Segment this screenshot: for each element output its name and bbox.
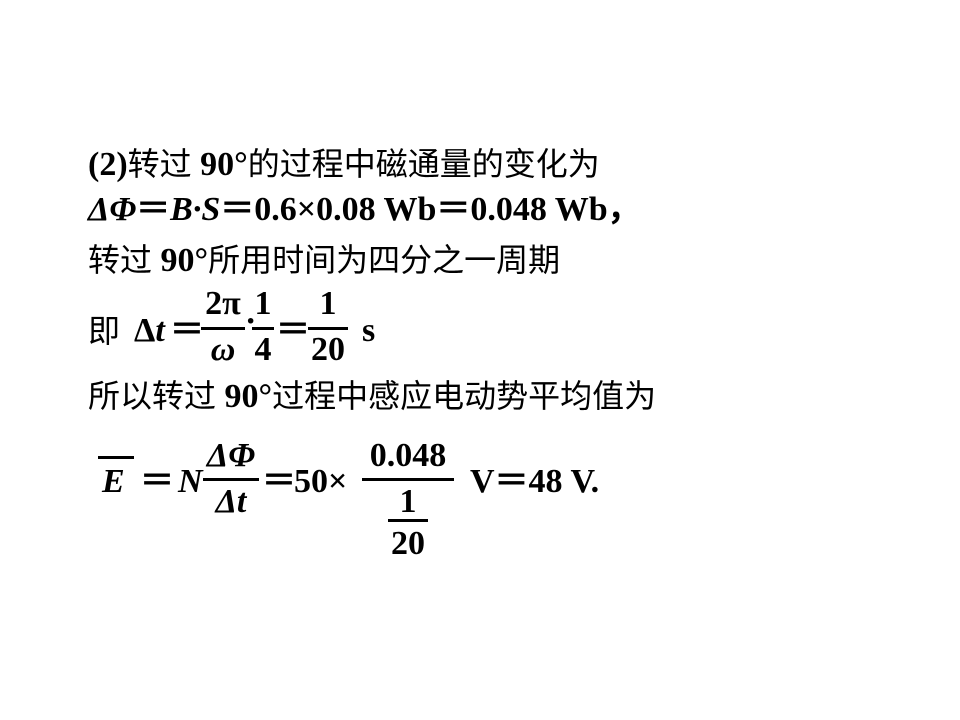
equals-sign: ＝ bbox=[276, 312, 310, 349]
frac1-numerator: 2π bbox=[205, 285, 241, 322]
equals-sign: ＝ bbox=[136, 191, 171, 228]
dot-operator: · bbox=[245, 303, 257, 340]
big-frac-numerator: 0.048 bbox=[369, 437, 447, 474]
line2-rhs: 0.6×0.08 Wb＝0.048 Wb， bbox=[254, 191, 642, 228]
small-frac-bar bbox=[388, 519, 428, 522]
big-frac-bar bbox=[362, 478, 454, 481]
frac3-numerator: 1 bbox=[319, 285, 337, 322]
part-label: (2) bbox=[88, 146, 128, 183]
line5-text-a: 所以转过 bbox=[88, 377, 217, 415]
frac1-bar bbox=[201, 327, 245, 330]
b-dot-s: B·S bbox=[170, 191, 221, 228]
line-1: (2)转过 90°的过程中磁通量的变化为 bbox=[88, 144, 600, 185]
frac2-numerator: 1 bbox=[254, 285, 272, 322]
line4-ji: 即 bbox=[88, 312, 121, 350]
equals-sign: ＝ bbox=[220, 191, 255, 228]
line3-text-b: 所用时间为四分之一周期 bbox=[208, 241, 561, 279]
unit-seconds: s bbox=[362, 312, 376, 349]
flux-frac-numerator: ΔΦ bbox=[206, 437, 256, 474]
small-frac-denominator: 20 bbox=[391, 525, 425, 562]
flux-frac-bar bbox=[203, 478, 259, 481]
e-average: E bbox=[102, 463, 125, 500]
fifty-times: 50× bbox=[294, 463, 348, 500]
equals-sign: ＝ bbox=[262, 463, 296, 500]
line3-text-a: 转过 bbox=[88, 241, 153, 279]
line5-text-b: 过程中感应电动势平均值为 bbox=[272, 377, 657, 415]
e-overbar bbox=[98, 456, 134, 459]
equals-sign: ＝ bbox=[170, 312, 204, 349]
frac1-denominator: ω bbox=[210, 331, 236, 368]
equals-sign: ＝ bbox=[140, 463, 174, 500]
line-5: 所以转过 90°过程中感应电动势平均值为 bbox=[88, 376, 656, 417]
small-frac-numerator: 1 bbox=[399, 483, 417, 520]
turns-n: N bbox=[178, 463, 203, 500]
frac2-bar bbox=[252, 327, 274, 330]
line5-degree: 90° bbox=[224, 378, 273, 415]
line-2: ΔΦ＝B·S＝0.6×0.08 Wb＝0.048 Wb， bbox=[88, 190, 642, 230]
line1-text-a: 转过 bbox=[127, 145, 192, 183]
line-3: 转过 90°所用时间为四分之一周期 bbox=[88, 240, 560, 281]
flux-frac-denominator: Δt bbox=[215, 483, 247, 520]
line1-text-b: 的过程中磁通量的变化为 bbox=[247, 145, 600, 183]
delta-phi: ΔΦ bbox=[88, 191, 137, 228]
frac3-bar bbox=[308, 327, 348, 330]
line3-degree: 90° bbox=[160, 242, 209, 279]
frac2-denominator: 4 bbox=[254, 331, 272, 368]
line1-degree: 90° bbox=[200, 146, 248, 183]
delta-t: Δt bbox=[134, 312, 165, 349]
frac3-denominator: 20 bbox=[311, 331, 345, 368]
result-text: V＝48 V. bbox=[470, 463, 600, 500]
